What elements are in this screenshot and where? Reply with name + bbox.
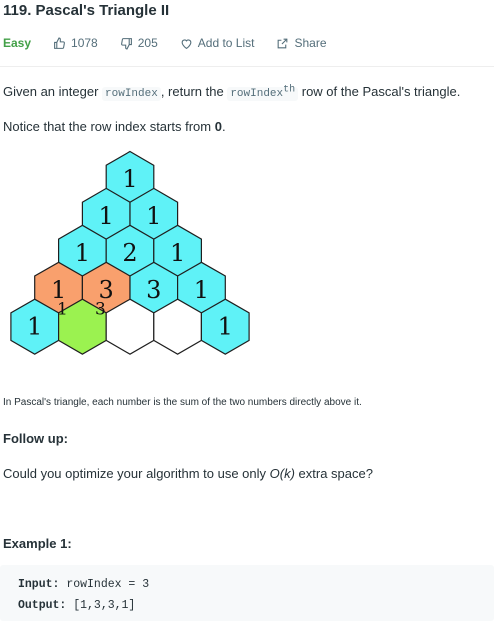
hexagon-label-r4-c4: 1 [218, 313, 233, 341]
share-button[interactable]: Share [276, 36, 327, 50]
add-to-list-button[interactable]: Add to List [180, 36, 255, 50]
example-1-block: Input: rowIndex = 3 Output: [1,3,3,1] [0, 565, 494, 621]
dislike-button[interactable]: 205 [120, 36, 158, 50]
like-count: 1078 [71, 36, 98, 50]
problem-title: 119. Pascal's Triangle II [3, 2, 170, 19]
example-1-heading: Example 1: [3, 536, 72, 551]
hexagon-label-r2-c0: 1 [75, 239, 90, 267]
hexagon-label-r3-c3: 1 [194, 276, 209, 304]
code-rowindex-th: rowIndexth [227, 84, 299, 101]
dislike-count: 205 [137, 36, 158, 50]
thumbs-down-icon [120, 37, 132, 49]
hexagon-label-r0-c0: 1 [122, 165, 137, 193]
hexagon-label-r3-c2: 3 [146, 276, 161, 304]
hexagon-cell-r4-c4 [200, 298, 250, 355]
hint-label-0: 1 [57, 300, 68, 320]
bold-zero: 0 [214, 119, 222, 134]
follow-up-text: Could you optimize your algorithm to use… [3, 466, 373, 481]
difficulty-badge: Easy [3, 36, 32, 50]
like-button[interactable]: 1078 [53, 36, 98, 50]
description-paragraph-1: Given an integer rowIndex, return the ro… [3, 84, 461, 101]
hexagon-label-r3-c0: 1 [51, 276, 66, 304]
hexagon-label-r1-c1: 1 [146, 202, 161, 230]
thumbs-up-icon [54, 37, 65, 49]
add-to-list-label: Add to List [197, 36, 255, 50]
share-label: Share [294, 36, 327, 50]
hexagon-label-r2-c1: 2 [122, 239, 137, 267]
header-divider [0, 66, 494, 67]
hexagon-label-r1-c0: 1 [99, 202, 114, 230]
hint-label-1: 3 [95, 300, 106, 320]
hexagon-label-r2-c2: 1 [170, 239, 185, 267]
problem-meta-bar: Easy 1078 205 Add to List Share [3, 34, 349, 52]
code-rowindex: rowIndex [102, 87, 161, 101]
hexagon-label-r4-c0: 1 [27, 313, 42, 341]
heart-icon [181, 38, 192, 49]
example-output-line: Output: [1,3,3,1] [18, 599, 136, 612]
share-icon [278, 38, 288, 48]
description-paragraph-2: Notice that the row index starts from 0. [3, 119, 226, 134]
example-input-line: Input: rowIndex = 3 [18, 578, 150, 591]
complexity: O(k) [269, 466, 295, 481]
hexagon-label-r3-c1: 3 [99, 276, 114, 304]
follow-up-heading: Follow up: [3, 431, 68, 446]
figure-caption: In Pascal's triangle, each number is the… [3, 397, 362, 408]
